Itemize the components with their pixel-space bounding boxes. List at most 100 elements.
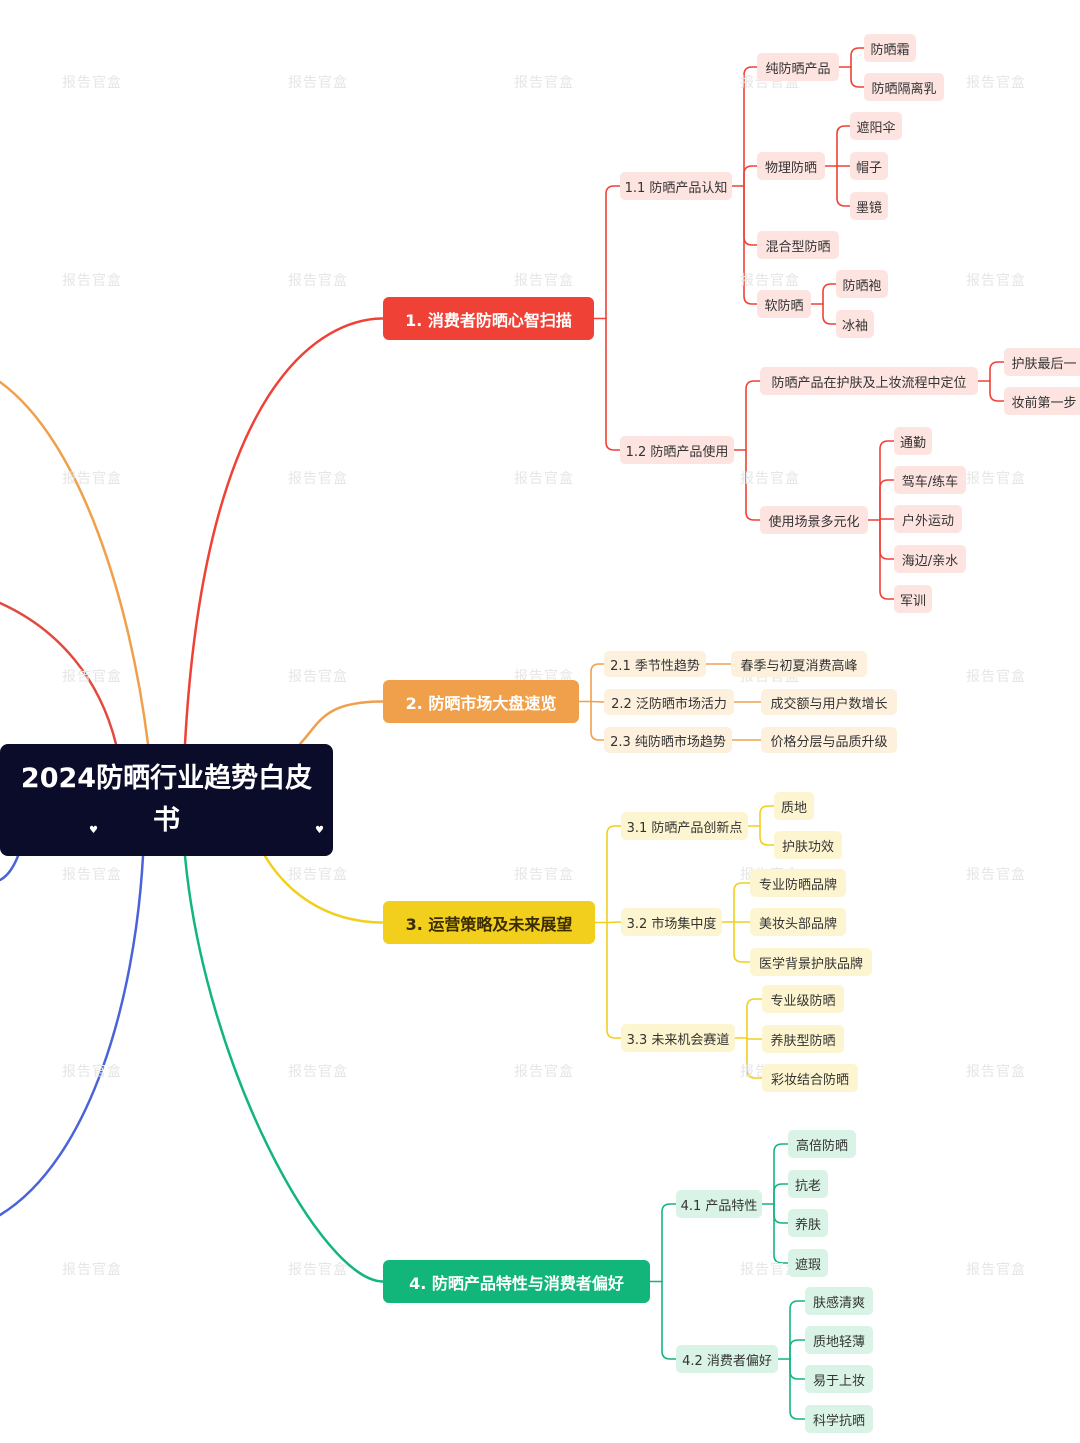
leaf-1-2-2-5[interactable]: 军训 xyxy=(894,585,932,613)
subtopic-2-1[interactable]: 2.1 季节性趋势 xyxy=(604,651,706,677)
subtopic-4-2-bracket-link-1 xyxy=(789,1339,806,1360)
subtopic-4-1-bracket-link-0 xyxy=(773,1143,789,1205)
subtopic-1-1-bracket-link-3 xyxy=(743,185,758,305)
root-title[interactable]: 2024防晒行业趋势白皮书♥ ♥ xyxy=(0,744,333,856)
item-1-1-4[interactable]: 软防晒 xyxy=(757,290,811,318)
leaf-1-2-1-1[interactable]: 护肤最后一 xyxy=(1004,348,1080,376)
item-3-3-2[interactable]: 养肤型防晒 xyxy=(762,1025,844,1053)
item-3-2-3[interactable]: 医学背景护肤品牌 xyxy=(750,948,872,976)
branch-3-bracket-link-1 xyxy=(606,921,622,924)
subtopic-1-2-bracket-link-0 xyxy=(745,380,761,451)
item-1-1-4-bracket-link-0 xyxy=(822,283,837,305)
subtopic-4-2-bracket-link-3 xyxy=(789,1358,806,1420)
item-3-1-2[interactable]: 护肤功效 xyxy=(774,831,842,859)
leaf-1-1-2-3[interactable]: 墨镜 xyxy=(850,192,888,220)
subtopic-3-1-bracket-link-1 xyxy=(759,825,775,846)
subtopic-4-1-bracket-link-2 xyxy=(773,1203,789,1224)
branch-1-node[interactable]: 1. 消费者防晒心智扫描 xyxy=(383,297,594,340)
branch-4-bracket-link-0 xyxy=(661,1203,677,1283)
item-1-2-2-bracket-link-3 xyxy=(879,519,895,560)
item-2-3-1[interactable]: 价格分层与品质升级 xyxy=(761,727,897,753)
subtopic-4-2[interactable]: 4.2 消费者偏好 xyxy=(676,1345,778,1373)
leaf-1-1-4-1[interactable]: 防晒袍 xyxy=(836,270,888,298)
item-1-1-3[interactable]: 混合型防晒 xyxy=(757,231,839,259)
branch-connector-2 xyxy=(298,700,385,746)
subtopic-3-3[interactable]: 3.3 未来机会赛道 xyxy=(621,1024,735,1052)
subtopic-3-3-bracket-link-1 xyxy=(746,1037,763,1040)
item-1-1-2-bracket-link-2 xyxy=(836,165,851,207)
item-4-2-3[interactable]: 易于上妆 xyxy=(805,1365,873,1393)
item-1-1-2[interactable]: 物理防晒 xyxy=(757,152,825,180)
leaf-1-2-1-2[interactable]: 妆前第一步 xyxy=(1004,387,1080,415)
item-1-2-1[interactable]: 防晒产品在护肤及上妆流程中定位 xyxy=(760,367,978,395)
item-3-1-1[interactable]: 质地 xyxy=(774,792,814,820)
branch-3-bracket-link-2 xyxy=(606,921,622,1039)
branch-4-bracket-link-1 xyxy=(661,1280,677,1360)
root-title-text: 2024防晒行业趋势白皮书 xyxy=(20,763,313,836)
heart-icon: ♥ xyxy=(89,825,98,836)
subtopic-1-1-bracket-link-2 xyxy=(743,185,758,246)
item-2-1-1[interactable]: 春季与初夏消费高峰 xyxy=(731,651,867,677)
item-1-1-1[interactable]: 纯防晒产品 xyxy=(757,53,839,81)
branch-4-node[interactable]: 4. 防晒产品特性与消费者偏好 xyxy=(383,1260,650,1303)
branch-2-bracket-link-0 xyxy=(590,663,605,703)
item-4-2-2[interactable]: 质地轻薄 xyxy=(805,1326,873,1354)
subtopic-3-2[interactable]: 3.2 市场集中度 xyxy=(621,908,722,936)
subtopic-2-2[interactable]: 2.2 泛防晒市场活力 xyxy=(604,689,734,715)
subtopic-4-2-bracket-link-2 xyxy=(789,1358,806,1380)
leaf-1-2-2-4[interactable]: 海边/亲水 xyxy=(894,545,966,573)
leaf-1-1-1-1[interactable]: 防晒霜 xyxy=(864,34,916,62)
item-1-1-1-bracket-link-0 xyxy=(850,47,865,68)
item-3-3-1[interactable]: 专业级防晒 xyxy=(762,985,844,1013)
item-1-2-2[interactable]: 使用场景多元化 xyxy=(760,506,868,534)
subtopic-3-2-bracket-link-0 xyxy=(733,882,751,923)
subtopic-4-1-bracket-link-1 xyxy=(773,1183,789,1205)
subtopic-4-2-bracket-link-0 xyxy=(789,1300,806,1360)
item-4-1-2[interactable]: 抗老 xyxy=(788,1170,828,1198)
subtopic-3-3-bracket-link-2 xyxy=(746,1037,763,1079)
subtopic-4-1[interactable]: 4.1 产品特性 xyxy=(676,1190,762,1218)
heart-icon: ♥ xyxy=(315,825,324,836)
branch-connector-3 xyxy=(263,854,385,924)
branch-connector-4 xyxy=(183,854,385,1283)
item-4-1-1[interactable]: 高倍防晒 xyxy=(788,1130,856,1158)
item-1-2-2-bracket-link-1 xyxy=(879,479,895,521)
subtopic-2-3[interactable]: 2.3 纯防晒市场趋势 xyxy=(604,727,732,753)
leaf-1-1-2-1[interactable]: 遮阳伞 xyxy=(850,112,902,140)
subtopic-1-2[interactable]: 1.2 防晒产品使用 xyxy=(620,436,734,464)
item-2-2-1[interactable]: 成交额与用户数增长 xyxy=(761,689,897,715)
subtopic-1-1-bracket-link-1 xyxy=(743,165,758,187)
item-3-3-3[interactable]: 彩妆结合防晒 xyxy=(762,1064,858,1092)
item-3-2-1[interactable]: 专业防晒品牌 xyxy=(750,869,846,897)
leaf-1-1-4-2[interactable]: 冰袖 xyxy=(836,310,874,338)
leaf-1-2-2-3[interactable]: 户外运动 xyxy=(894,505,962,533)
item-1-1-1-bracket-link-1 xyxy=(850,66,865,88)
leaf-1-2-2-1[interactable]: 通勤 xyxy=(894,427,932,455)
branch-connector-1 xyxy=(183,317,385,746)
subtopic-1-1-bracket-link-0 xyxy=(743,66,758,187)
branch-2-bracket-link-2 xyxy=(590,700,605,741)
subtopic-3-1-bracket-link-0 xyxy=(759,805,775,827)
offscreen-branch-orange xyxy=(0,380,150,746)
item-4-1-3[interactable]: 养肤 xyxy=(788,1209,828,1237)
offscreen-branch-red xyxy=(0,601,118,746)
leaf-1-1-2-2[interactable]: 帽子 xyxy=(850,152,888,180)
item-3-2-2[interactable]: 美妆头部品牌 xyxy=(750,908,846,936)
leaf-1-1-1-2[interactable]: 防晒隔离乳 xyxy=(864,73,944,101)
subtopic-1-1[interactable]: 1.1 防晒产品认知 xyxy=(620,172,732,200)
branch-2-node[interactable]: 2. 防晒市场大盘速览 xyxy=(383,680,579,723)
item-4-2-4[interactable]: 科学抗晒 xyxy=(805,1405,873,1433)
item-4-1-4[interactable]: 遮瑕 xyxy=(788,1249,828,1277)
branch-1-bracket-link-1 xyxy=(605,317,621,451)
subtopic-3-1[interactable]: 3.1 防晒产品创新点 xyxy=(621,812,748,840)
item-1-2-2-bracket-link-0 xyxy=(879,440,895,521)
item-1-2-1-bracket-link-1 xyxy=(989,380,1005,402)
branch-3-bracket-link-0 xyxy=(606,825,622,924)
subtopic-3-3-bracket-link-0 xyxy=(746,998,763,1039)
leaf-1-2-2-2[interactable]: 驾车/练车 xyxy=(894,466,966,494)
item-1-1-4-bracket-link-1 xyxy=(822,303,837,325)
branch-3-node[interactable]: 3. 运营策略及未来展望 xyxy=(383,901,595,944)
subtopic-3-2-bracket-link-2 xyxy=(733,921,751,963)
item-4-2-1[interactable]: 肤感清爽 xyxy=(805,1287,873,1315)
